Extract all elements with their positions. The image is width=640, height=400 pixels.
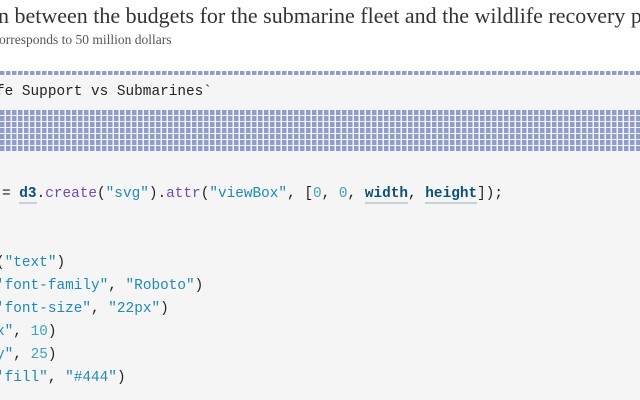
- code-line: 'font-size", "22px"): [0, 301, 169, 317]
- code-line: fe Support vs Submarines`: [0, 84, 212, 100]
- unit-squares-row: [0, 70, 640, 75]
- code-line: 'font-family", "Roboto"): [0, 278, 204, 294]
- code-line: ("text"): [0, 255, 66, 271]
- chart-title: n between the budgets for the submarine …: [0, 3, 640, 28]
- code-line: = d3.create("svg").attr("viewBox", [0, 0…: [2, 186, 504, 204]
- chart-subtitle: orresponds to 50 million dollars: [0, 32, 172, 47]
- width-reference[interactable]: width: [364, 186, 409, 204]
- code-line: y", 25): [0, 347, 57, 363]
- code-line: x", 10): [0, 324, 57, 340]
- height-reference[interactable]: height: [425, 186, 478, 204]
- d3-reference[interactable]: d3: [19, 186, 37, 204]
- code-line: 'fill", "#444"): [0, 370, 126, 386]
